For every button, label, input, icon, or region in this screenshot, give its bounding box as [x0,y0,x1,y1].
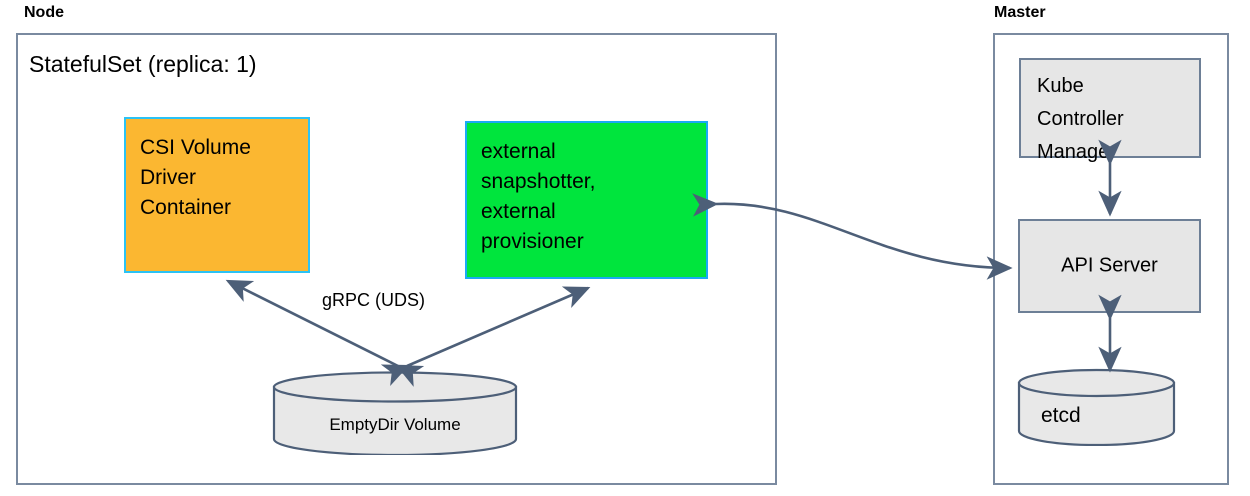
node-kube-controller-manager[interactable]: Kube Controller Manager [1019,58,1201,163]
node-csi-volume-driver-container[interactable]: CSI Volume Driver Container [124,117,310,273]
node-label-api-server: API Server [1061,254,1158,277]
node-api-server[interactable]: API Server [1018,219,1201,313]
node-label-etcd: etcd [1041,404,1081,427]
statefulset-title: StatefulSet (replica: 1) [29,51,257,77]
zone-label-master: Master [994,4,1046,21]
cylinder-shape-etcd [1017,368,1176,446]
cylinder-shape-emptydir [272,371,518,455]
node-emptydir-volume[interactable]: EmptyDir Volume [272,371,518,455]
edge-label-grpc-uds: gRPC (UDS) [322,290,426,310]
node-label-external-sidecars: external snapshotter, external provision… [481,140,596,253]
node-label-emptydir-volume: EmptyDir Volume [329,415,461,434]
node-label-kube-controller-manager: Kube Controller Manager [1037,75,1124,163]
node-external-sidecars[interactable]: external snapshotter, external provision… [465,121,708,279]
node-label-csi-volume-driver-container: CSI Volume Driver Container [140,136,251,219]
node-etcd[interactable]: etcd [1017,368,1176,446]
zone-label-node: Node [24,4,64,21]
